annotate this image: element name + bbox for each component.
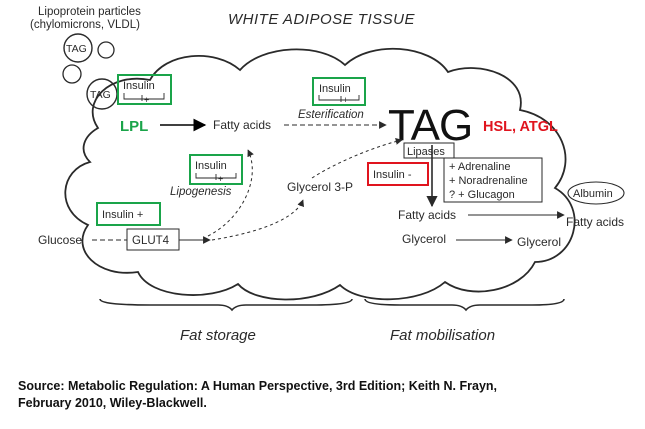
lipoprotein-particle [62,64,82,84]
lipogenesis-label: Lipogenesis [170,186,232,198]
tag-particle-label-2: TAG [90,89,111,101]
fat-storage-brace [99,298,353,312]
lipoprotein-sublabel: (chylomicrons, VLDL) [30,19,140,31]
insulin-lipolysis-label: Insulin - [373,169,412,181]
diagram-title: WHITE ADIPOSE TISSUE [228,11,415,28]
esterification-label: Esterification [298,109,364,121]
glycerol-3p-node: Glycerol 3-P [287,180,353,194]
insulin-lipolysis-highlight [367,162,429,186]
adipose-cell-cloud [64,47,576,301]
insulin-lipogenesis-sign: + [218,174,223,184]
insulin-lpl-sign: + [144,95,149,105]
fatty-acids-plasma-node: Fatty acids [566,215,624,229]
albumin-label: Albumin [573,188,613,200]
fatty-acids-out-node: Fatty acids [398,208,456,222]
adrenaline-label: + Adrenaline [449,161,510,173]
insulin-esterification-label: Insulin [319,83,351,95]
glycerol-plasma-node: Glycerol [517,235,561,249]
hsl-atgl-label: HSL, ATGL [483,119,558,135]
lpl-enzyme-label: LPL [120,118,148,135]
lipoprotein-particle [97,41,115,59]
source-line-2: February 2010, Wiley-Blackwell. [18,396,207,410]
noradrenaline-label: + Noradrenaline [449,175,528,187]
glucose-node: Glucose [38,233,82,247]
insulin-glut4-label: Insulin + [102,209,143,221]
hormones-box [443,157,543,203]
insulin-esterification-sign: + [343,95,348,105]
fat-storage-label: Fat storage [180,327,256,344]
albumin-node [567,181,625,205]
fatty-acids-node: Fatty acids [213,118,271,132]
lipases-box [403,142,455,159]
fat-mobilisation-label: Fat mobilisation [390,327,495,344]
glycerol-node: Glycerol [402,232,446,246]
glycerol-3p-to-tag-arrow [311,137,403,179]
source-line-1: Source: Metabolic Regulation: A Human Pe… [18,379,498,393]
glut4-label: GLUT4 [132,235,170,247]
insulin-glut4-highlight [96,202,161,226]
insulin-lpl-highlight [117,74,172,105]
lipoprotein-label: Lipoprotein particles [38,6,141,18]
insulin-lipogenesis-highlight [189,154,243,185]
tag-particle-label: TAG [66,43,87,55]
insulin-esterification-bracket [318,95,360,102]
lipases-label: Lipases [407,146,445,158]
insulin-lipogenesis-bracket [195,173,237,180]
insulin-lipogenesis-label: Insulin [195,160,227,172]
source-citation: Source: Metabolic Regulation: A Human Pe… [18,378,628,412]
fat-mobilisation-brace [364,298,565,312]
glycerol-3p-flow-arrow [211,199,304,241]
insulin-esterification-highlight [312,77,366,106]
insulin-lpl-label: Insulin [123,80,155,92]
lipoprotein-particle [63,33,93,63]
glucagon-label: ? + Glucagon [449,189,515,201]
insulin-lpl-bracket [123,93,165,101]
